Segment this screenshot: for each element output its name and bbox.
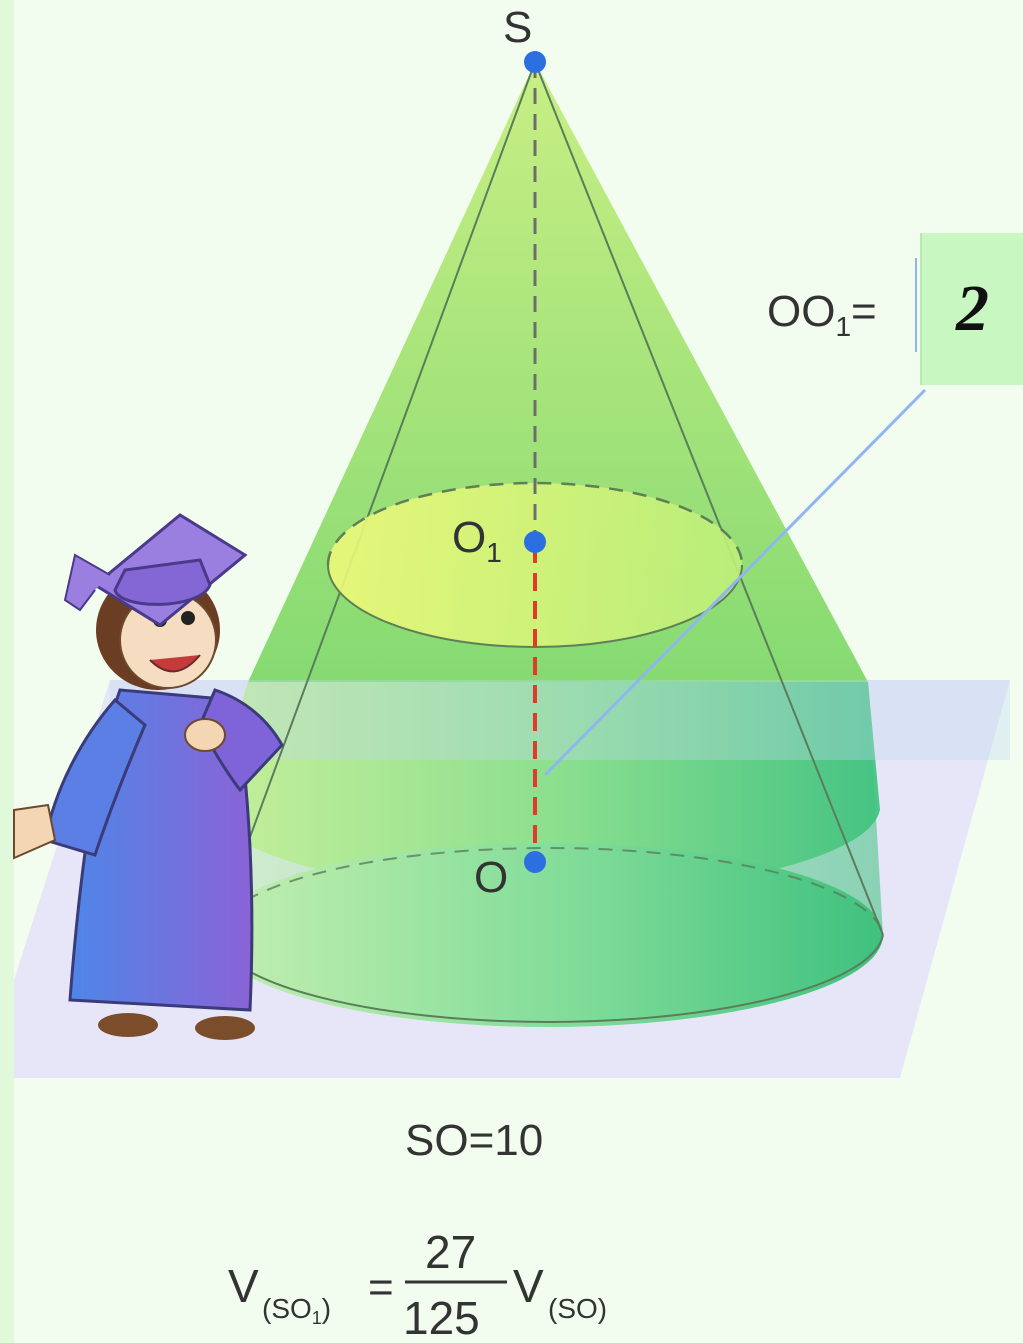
label-o1: O1 — [452, 513, 502, 568]
left-border — [0, 0, 14, 1343]
answer-box[interactable]: 2 — [920, 233, 1023, 385]
cross-section — [328, 483, 742, 647]
formula-left-subscript: (SO1) — [262, 1293, 331, 1328]
label-o: O — [474, 853, 508, 902]
cone-side-shade — [213, 682, 883, 1027]
pointer-line — [543, 388, 927, 777]
formula-equals: = — [368, 1263, 394, 1312]
so-length-label: SO=10 — [405, 1116, 543, 1165]
point-s — [524, 51, 546, 73]
oo1-label: OO1= — [767, 287, 877, 342]
label-s: S — [503, 3, 532, 52]
point-o — [524, 851, 546, 873]
point-o1 — [524, 531, 546, 553]
formula-v-right: V — [513, 1260, 544, 1312]
formula-right-subscript: (SO) — [548, 1293, 607, 1324]
student-character — [13, 513, 284, 1040]
formula-numerator: 27 — [425, 1226, 476, 1278]
formula-denominator: 125 — [403, 1292, 480, 1343]
volume-formula: V (SO1) = 27 125 V (SO) — [228, 1226, 607, 1343]
formula-v-left: V — [228, 1260, 259, 1312]
